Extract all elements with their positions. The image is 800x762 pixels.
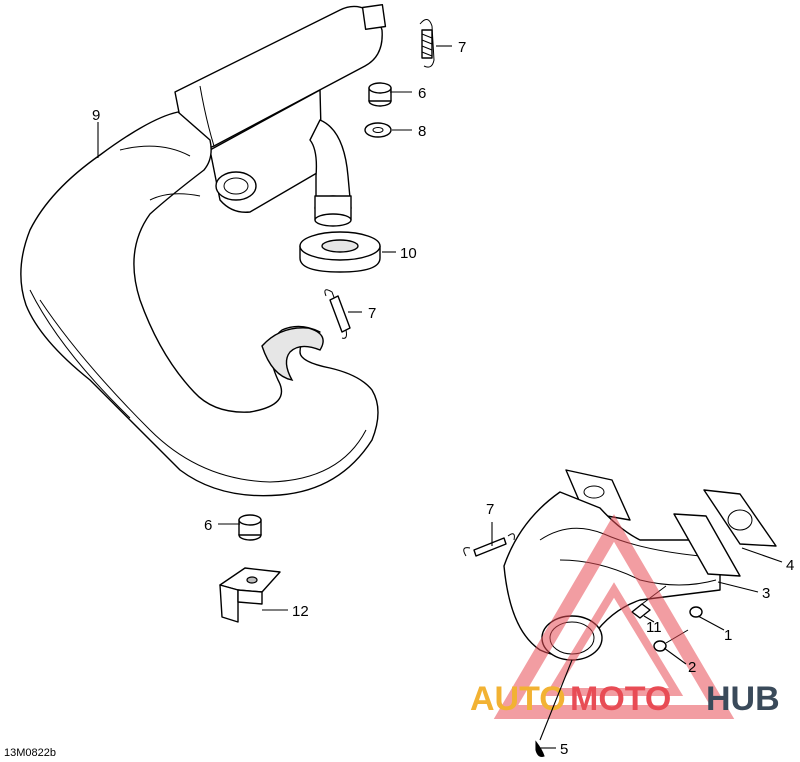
callouts: 7 6 8 9 10 7 6 12 7 4 3 1 11 2 5 [92, 39, 794, 758]
callout-1: 1 [724, 627, 732, 644]
callout-7-middle: 7 [368, 305, 376, 322]
watermark-logo: AUTO MOTO HUB [470, 514, 780, 719]
callout-11: 11 [646, 619, 662, 636]
grommet-lower [238, 514, 262, 541]
washer [364, 122, 392, 138]
bracket [219, 567, 281, 623]
callout-4: 4 [786, 557, 794, 574]
callout-10: 10 [400, 245, 417, 262]
watermark-auto: AUTO [470, 680, 566, 718]
callout-7-top: 7 [458, 39, 466, 56]
callout-5: 5 [560, 741, 568, 758]
rubber-ring [299, 231, 381, 273]
watermark-moto: MOTO [570, 680, 671, 718]
watermark-hub: HUB [706, 680, 780, 718]
callout-8: 8 [418, 123, 426, 140]
diagram-code: 13M0822b [4, 747, 56, 759]
callout-6-top: 6 [418, 85, 426, 102]
leader-lines [97, 45, 783, 757]
tuned-pipe [20, 111, 379, 497]
spring-top [419, 19, 435, 68]
callout-12: 12 [292, 603, 309, 620]
callout-2: 2 [688, 659, 696, 676]
spring-middle [324, 289, 351, 339]
callout-6-lower: 6 [204, 517, 212, 534]
grommet-top [368, 82, 392, 107]
muffler [174, 4, 387, 227]
callout-3: 3 [762, 585, 770, 602]
callout-9: 9 [92, 107, 100, 124]
callout-7-bottom: 7 [486, 501, 494, 518]
